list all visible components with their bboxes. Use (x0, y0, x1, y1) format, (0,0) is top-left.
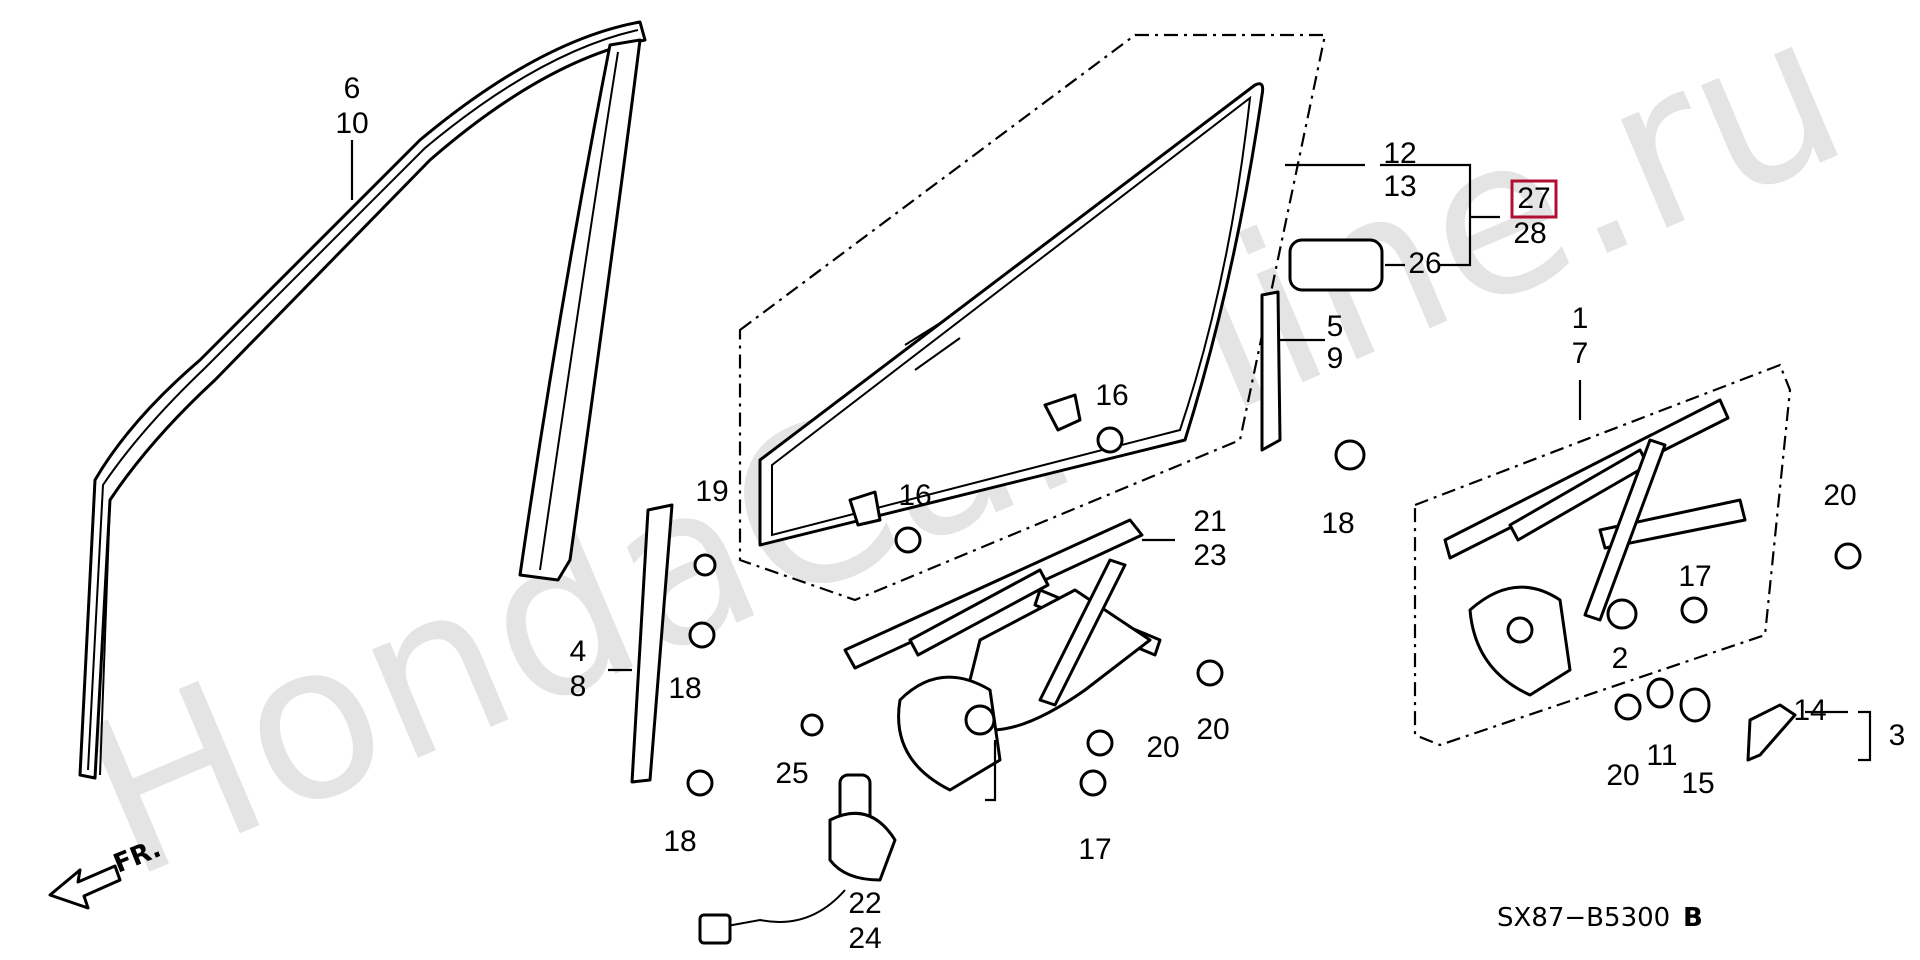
sash-channel[interactable] (630, 503, 674, 784)
callout-20a[interactable]: 20 (1823, 479, 1856, 512)
callout-3[interactable]: 3 (1889, 719, 1906, 752)
callout-13[interactable]: 13 (1383, 170, 1416, 203)
callout-16a[interactable]: 16 (1095, 379, 1128, 412)
callout-7[interactable]: 7 (1572, 337, 1589, 370)
callout-23[interactable]: 23 (1193, 539, 1226, 572)
callout-14[interactable]: 14 (1793, 694, 1826, 727)
callout-20b[interactable]: 20 (1196, 713, 1229, 746)
callout-20c[interactable]: 20 (1146, 731, 1179, 764)
callout-17b[interactable]: 17 (1078, 833, 1111, 866)
callout-27[interactable]: 27 (1517, 182, 1550, 215)
door-outer-channel[interactable] (78, 20, 647, 780)
washer[interactable] (1646, 677, 1674, 709)
callout-22[interactable]: 22 (848, 887, 881, 920)
callout-2[interactable]: 2 (1612, 642, 1629, 675)
callout-16b[interactable]: 16 (898, 479, 931, 512)
callout-28[interactable]: 28 (1513, 217, 1546, 250)
callout-10[interactable]: 10 (335, 107, 368, 140)
regulator-motor[interactable] (698, 773, 897, 945)
callout-6[interactable]: 6 (344, 72, 361, 105)
callout-18b[interactable]: 18 (668, 672, 701, 705)
highlight-box (1510, 179, 1558, 219)
window-handle[interactable] (1746, 703, 1797, 762)
callout-19[interactable]: 19 (695, 475, 728, 508)
callout-12[interactable]: 12 (1383, 137, 1416, 170)
regulator-right[interactable] (1443, 398, 1747, 697)
callout-25[interactable]: 25 (775, 757, 808, 790)
glass-boundary (738, 33, 1327, 602)
leader-lines (350, 140, 1872, 802)
callout-15[interactable]: 15 (1681, 767, 1714, 800)
callout-18a[interactable]: 18 (1321, 507, 1354, 540)
callout-9[interactable]: 9 (1327, 342, 1344, 375)
callout-18c[interactable]: 18 (663, 825, 696, 858)
callout-1[interactable]: 1 (1572, 302, 1589, 335)
callout-17a[interactable]: 17 (1678, 560, 1711, 593)
bolts[interactable] (686, 426, 1862, 797)
diagram-code: SX87−B5300 (1497, 903, 1670, 933)
regulator-kit-boundary (1413, 363, 1792, 747)
callout-4[interactable]: 4 (570, 635, 587, 668)
bushing[interactable] (1679, 687, 1711, 723)
callout-5[interactable]: 5 (1327, 310, 1344, 343)
callout-8[interactable]: 8 (570, 670, 587, 703)
door-glass[interactable] (758, 82, 1265, 547)
diagram-suffix: B (1683, 903, 1703, 933)
regulator-left[interactable] (843, 518, 1162, 792)
callout-26[interactable]: 26 (1408, 247, 1441, 280)
glass-guide[interactable] (1260, 290, 1282, 452)
callout-11[interactable]: 11 (1646, 739, 1677, 772)
glass-gasket[interactable] (1288, 238, 1384, 292)
callout-21[interactable]: 21 (1193, 505, 1226, 538)
callout-20d[interactable]: 20 (1606, 759, 1639, 792)
callout-24[interactable]: 24 (848, 922, 881, 955)
